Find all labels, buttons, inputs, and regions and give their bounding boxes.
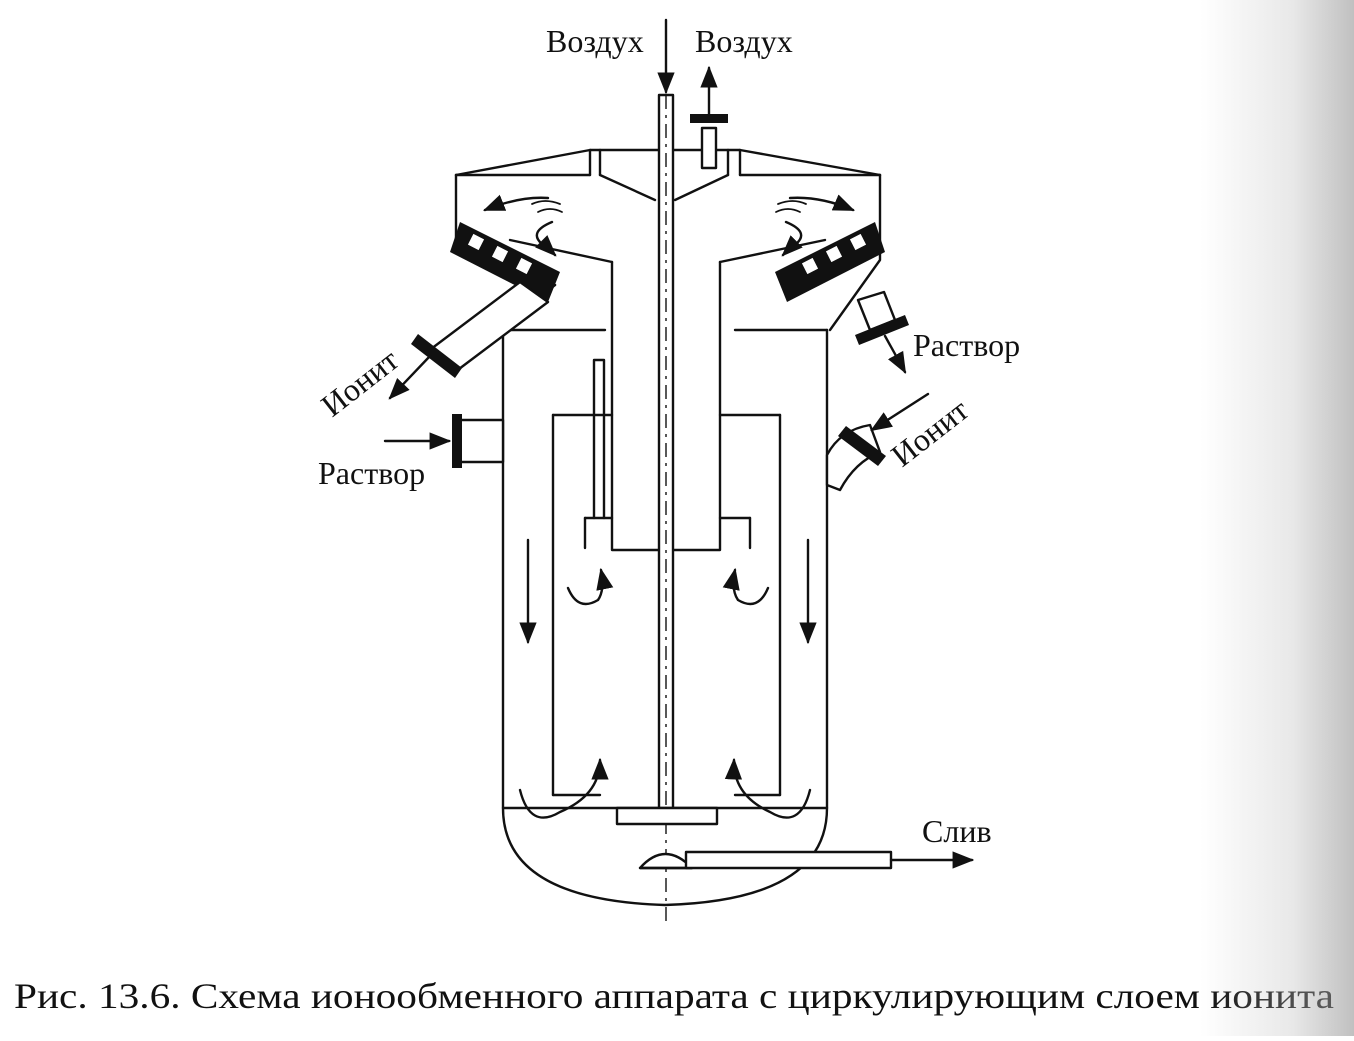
shaft (615, 93, 719, 925)
label-ionite-out: Ионит (314, 341, 405, 423)
air-lift-pipe (592, 358, 606, 520)
air-outlet-nozzle (690, 65, 728, 170)
label-solution-in: Раствор (318, 455, 425, 491)
label-ionite-in: Ионит (884, 391, 975, 473)
solution-outlet-pipe (855, 290, 909, 374)
label-air-out: Воздух (695, 23, 793, 59)
inner-cylinder (551, 413, 782, 797)
ionite-outlet-pipe (388, 280, 550, 400)
label-drain: Слив (922, 813, 992, 849)
flow-arrows (482, 194, 855, 819)
ionite-inlet-pipe (825, 392, 930, 492)
solution-inlet-pipe (383, 414, 505, 468)
drain-pipe (638, 850, 975, 870)
screen-right (775, 222, 885, 302)
figure-caption: Рис. 13.6. Схема ионообменного аппарата … (14, 976, 1334, 1016)
label-solution-out: Раствор (913, 327, 1020, 363)
label-air-in: Воздух (546, 23, 644, 59)
screen-left (450, 222, 560, 302)
